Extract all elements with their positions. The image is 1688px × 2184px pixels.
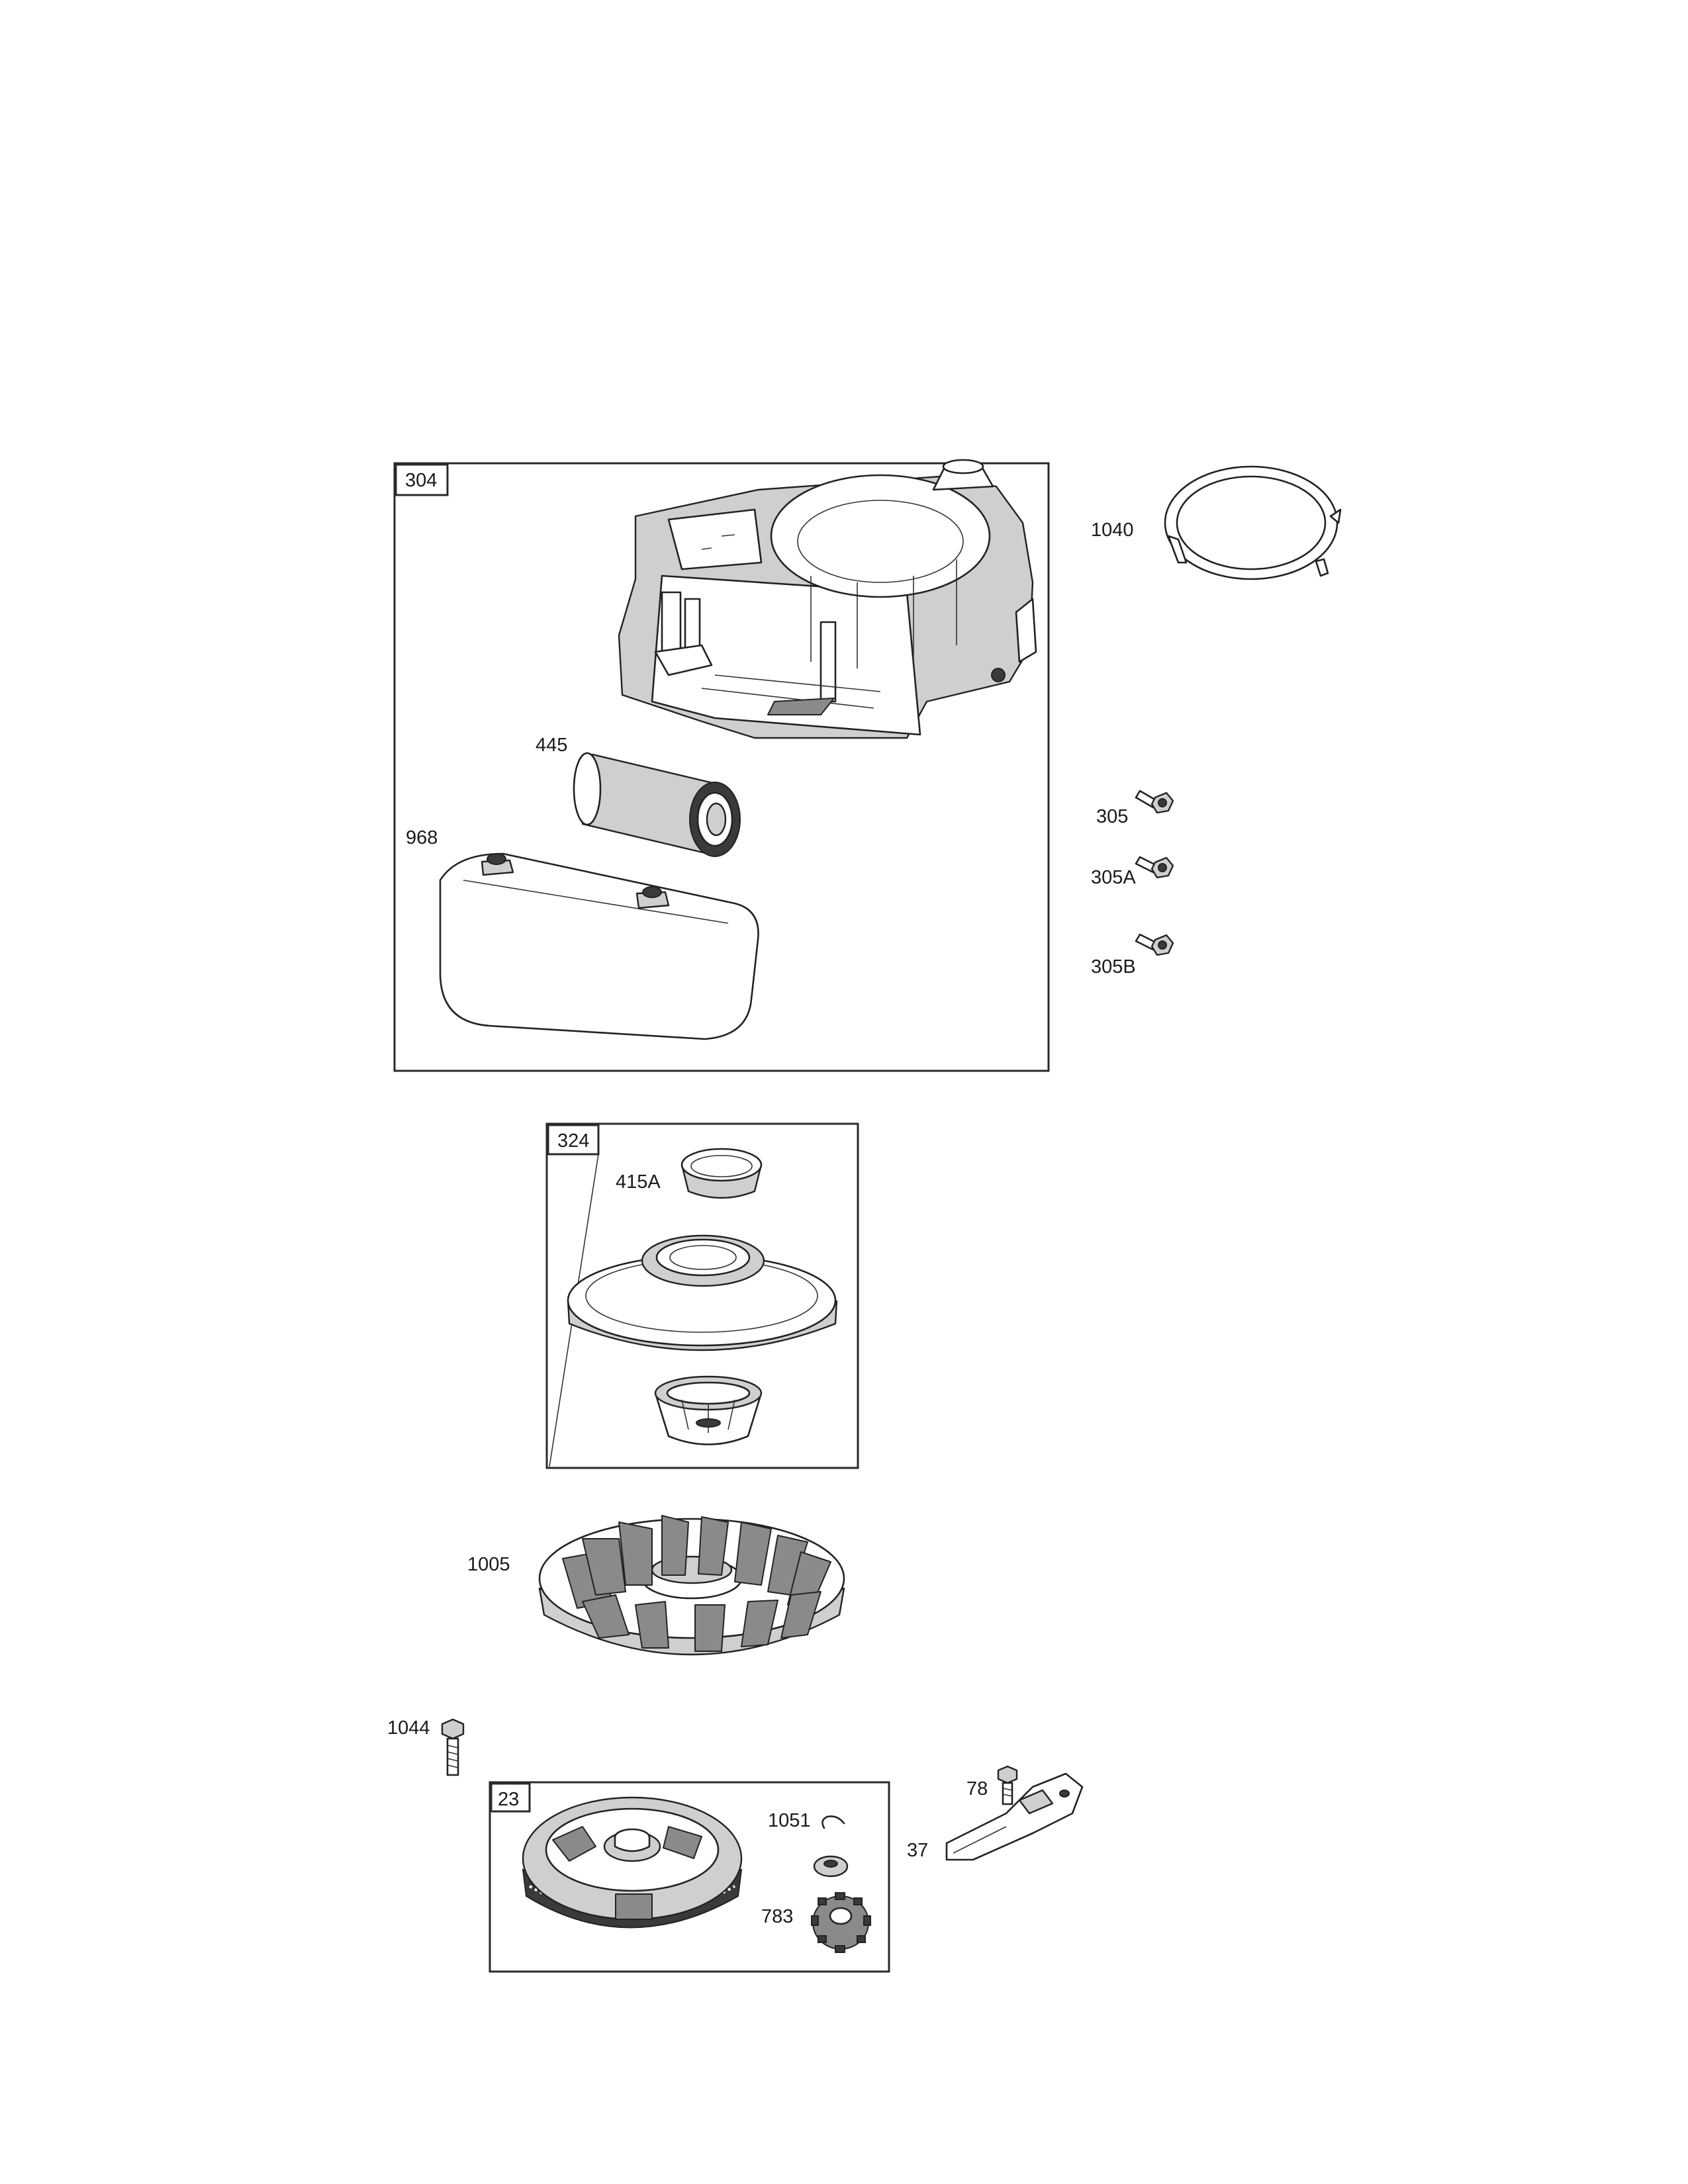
screw-78-illustration — [997, 1765, 1018, 1805]
group-324: 324 415A — [545, 1122, 859, 1469]
group-23-frame — [489, 1781, 890, 1973]
cap-415a-illustration — [680, 1148, 763, 1199]
part-label-415a: 415A — [616, 1171, 661, 1193]
fan-blades — [562, 1515, 831, 1652]
group-23: 23 1051 — [489, 1781, 890, 1973]
part-label-1005: 1005 — [467, 1554, 510, 1575]
screen-cup-illustration — [654, 1375, 763, 1445]
group-304-label: 304 — [405, 470, 437, 491]
fan-illustration — [538, 1515, 845, 1656]
retaining-ring-1051-illustration — [821, 1815, 845, 1829]
group-304: 304 445 — [393, 459, 1050, 1072]
washer-illustration — [813, 1855, 849, 1878]
part-label-305: 305 — [1096, 806, 1128, 827]
part-label-1040: 1040 — [1091, 520, 1134, 541]
part-label-305a: 305A — [1091, 867, 1136, 888]
part-label-78: 78 — [966, 1778, 988, 1799]
group-23-label: 23 — [498, 1789, 519, 1810]
gear-783-illustration — [811, 1892, 871, 1953]
group-324-frame — [545, 1122, 859, 1469]
group-304-tag — [395, 463, 449, 496]
bracket-37-illustration — [945, 1772, 1084, 1861]
part-label-305b: 305B — [1091, 956, 1136, 978]
part-label-445: 445 — [536, 735, 567, 756]
rotating-screen-illustration — [567, 1234, 838, 1351]
part-label-1051: 1051 — [768, 1810, 811, 1831]
group-304-frame — [393, 462, 1050, 1072]
shoulder-screw-305a-illustration — [1135, 856, 1174, 879]
part-label-37: 37 — [907, 1840, 928, 1861]
part-label-968: 968 — [406, 827, 438, 848]
air-cleaner-cover-illustration — [439, 852, 759, 1040]
flywheel-illustration — [522, 1796, 743, 1929]
shoulder-screw-305b-illustration — [1135, 933, 1174, 956]
shoulder-screw-305-illustration — [1135, 790, 1174, 814]
air-filter-illustration — [573, 752, 741, 857]
part-label-783: 783 — [761, 1906, 793, 1927]
group-23-tag — [490, 1782, 531, 1813]
group-324-label: 324 — [557, 1130, 589, 1152]
group-324-tag — [547, 1124, 600, 1156]
bolt-1044-illustration — [441, 1718, 465, 1776]
retainer-ring-illustration — [1164, 465, 1342, 580]
part-label-1044: 1044 — [387, 1717, 430, 1739]
blower-housing-illustration — [618, 459, 1037, 739]
